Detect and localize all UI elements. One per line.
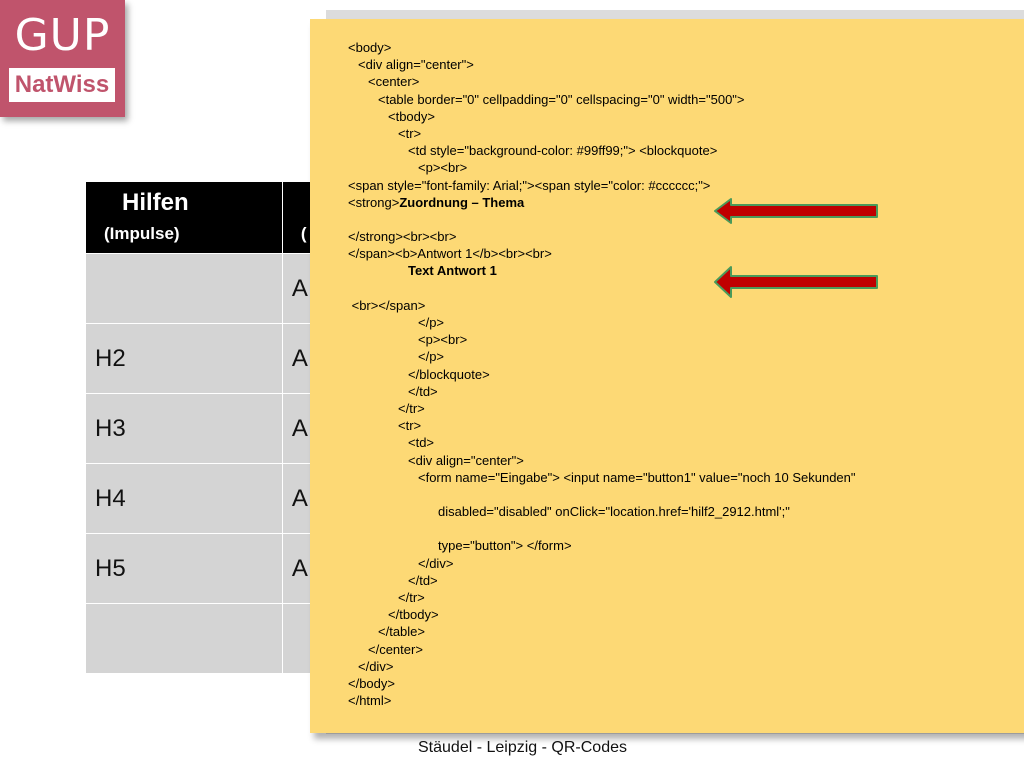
code-line: </p> [418, 315, 445, 330]
code-line: <center> [368, 74, 420, 90]
code-line: <strong>Zuordnung – Thema [310, 194, 856, 211]
code-line: <tr> [398, 125, 422, 141]
code-line: <div align="center"> [408, 452, 524, 468]
code-line: <tbody> [388, 108, 435, 124]
code-line: </span><b>Antwort 1</b><br><br> [348, 246, 552, 262]
hint-cell: H5 [85, 533, 283, 604]
hint-cell [85, 253, 283, 324]
code-line: <br></span> [348, 297, 426, 313]
code-line: </tr> [398, 400, 425, 416]
code-line: disabled="disabled" onClick="location.hr… [438, 504, 790, 520]
logo-gup-text: GUP [14, 10, 111, 61]
logo-natwiss-box [9, 68, 115, 102]
header-cell-answers: ( [281, 181, 312, 254]
code-line: </p> [418, 349, 445, 365]
answer-cell: A [281, 323, 312, 394]
code-line: <table border="0" cellpadding="0" cellsp… [378, 91, 745, 107]
html-code-panel: <body><div align="center"><center><table… [310, 19, 1024, 733]
answer-cell: A [281, 253, 312, 324]
code-line: type="button"> </form> [438, 538, 572, 554]
answer-cell [281, 603, 312, 674]
arrow-shape [714, 266, 878, 298]
gup-natwiss-logo: GUP NatWiss [0, 0, 125, 117]
arrow-shape [714, 198, 878, 224]
slide-footer: Stäudel - Leipzig - QR-Codes [418, 739, 627, 756]
code-line: Text Antwort 1 [408, 263, 497, 279]
code-line: <td style="background-color: #99ff99;"> … [408, 143, 718, 159]
code-line: <p><br> [418, 160, 468, 176]
code-fragment-bold: Zuordnung – Thema [399, 194, 525, 210]
hint-cell [85, 603, 283, 674]
logo-natwiss-text: NatWiss [14, 71, 110, 98]
code-line: </center> [368, 641, 423, 657]
header-subtitle-answers: ( [300, 224, 307, 243]
code-fragment: <strong> [348, 194, 400, 210]
table-row: H5 A [85, 533, 312, 604]
answer-cell: A [281, 533, 312, 604]
code-line: </td> [408, 572, 438, 588]
code-line: </strong><br><br> [348, 229, 457, 245]
table-header-row: Hilfen (Impulse) ( [85, 181, 312, 254]
hint-cell: H4 [85, 463, 283, 534]
table-row [85, 603, 312, 674]
hints-table: Hilfen (Impulse) ( A H2 A H3 A [85, 181, 312, 674]
code-line: </html> [348, 693, 392, 709]
code-line: </tbody> [388, 607, 439, 623]
code-line: <tr> [398, 418, 422, 434]
arrow-left-icon [714, 198, 878, 224]
answer-cell: A [281, 393, 312, 464]
arrow-left-icon [714, 266, 878, 298]
code-line: </div> [418, 555, 454, 571]
table-row: H4 A [85, 463, 312, 534]
code-line: <td> [408, 435, 435, 451]
code-line: </div> [358, 658, 394, 674]
header-cell-hilfen: Hilfen (Impulse) [85, 181, 283, 254]
code-line: </td> [408, 383, 438, 399]
code-line: <span style="font-family: Arial;"><span … [348, 177, 711, 193]
code-line: <div align="center"> [358, 57, 474, 73]
code-line [310, 486, 856, 503]
code-line: <body> [348, 40, 392, 55]
code-line [310, 520, 856, 537]
hint-cell: H3 [85, 393, 283, 464]
table-row: A [85, 253, 312, 324]
code-line: </tr> [398, 590, 425, 605]
header-subtitle-impulse: (Impulse) [104, 224, 180, 243]
table-row: H3 A [85, 393, 312, 464]
code-line: </body> [348, 675, 395, 691]
code-lines: <body><div align="center"><center><table… [310, 39, 856, 709]
code-line: <p><br> [418, 332, 468, 348]
table-row: H2 A [85, 323, 312, 394]
code-line: </table> [378, 624, 425, 640]
header-title-hilfen: Hilfen [122, 189, 189, 216]
answer-cell: A [281, 463, 312, 534]
hint-cell: H2 [85, 323, 283, 394]
code-line: </blockquote> [408, 366, 490, 382]
code-line: <form name="Eingabe"> <input name="butto… [418, 469, 856, 485]
